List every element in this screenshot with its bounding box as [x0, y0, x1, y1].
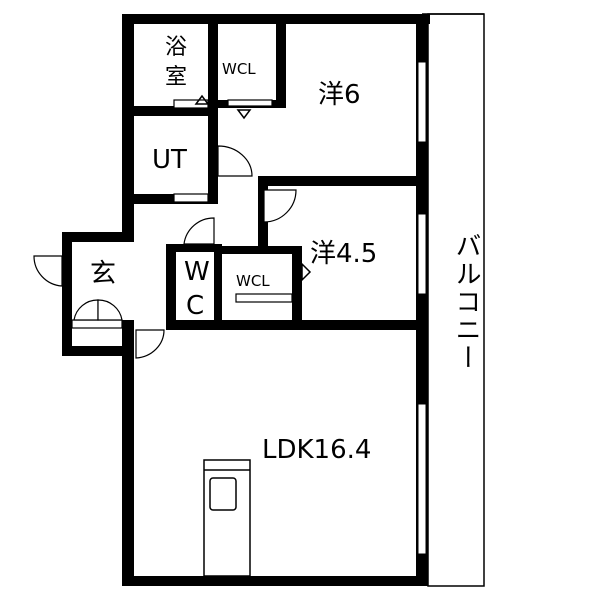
door-swing-hall [135, 329, 165, 359]
label-wcl-top: WCL [222, 60, 256, 78]
window-western45 [417, 213, 427, 295]
marker-bath [194, 94, 210, 105]
window-ldk [417, 403, 427, 555]
door-entrance-step [71, 319, 123, 329]
label-bath-top: 浴 [165, 35, 187, 60]
door-ut [173, 193, 209, 203]
wall-wcl-mid-right [292, 246, 302, 322]
door-wcl-top [227, 99, 273, 107]
kitchen-counter [203, 459, 251, 577]
wall-wcl-mid-top [222, 246, 300, 254]
wall-bath-bottom [134, 106, 218, 116]
door-swing-entrance [33, 255, 63, 287]
wall-western6-bottom [258, 176, 428, 186]
label-entrance: 玄 [90, 259, 116, 289]
door-swing-western45 [263, 189, 297, 223]
label-wc-line1: W [184, 257, 210, 287]
label-western45: 洋4.5 [310, 239, 377, 269]
wall-ldk-corner [122, 320, 134, 332]
wall-western45-left [258, 176, 268, 246]
markers [194, 94, 312, 282]
doors [33, 99, 297, 359]
counter [203, 459, 251, 577]
label-wcl-mid: WCL [236, 272, 270, 290]
door-swing-ut [217, 145, 253, 177]
wall-top [122, 14, 430, 24]
wall-left-upper [122, 14, 134, 234]
label-balcony: バルコニー [451, 232, 481, 372]
wall-bottom [122, 576, 428, 586]
windows [417, 61, 427, 555]
marker-wcl-mid [301, 262, 312, 282]
wall-wc-right [214, 244, 222, 328]
wall-entrance-top [62, 232, 134, 242]
wall-wcl-top-right [276, 24, 286, 108]
door-shoe-left [73, 299, 99, 321]
door-swing-wc [183, 217, 215, 245]
door-wcl-mid [235, 293, 293, 303]
wall-ldk-top [166, 320, 428, 330]
label-wc-line2: C [186, 291, 204, 321]
marker-wcl-top [236, 109, 252, 120]
wall-left-lower [122, 330, 134, 586]
window-western6 [417, 61, 427, 143]
label-western6: 洋6 [318, 80, 361, 110]
door-shoe-right [97, 299, 123, 321]
wall-entrance-left [62, 232, 72, 356]
label-ut: UT [152, 145, 187, 175]
label-ldk: LDK16.4 [262, 435, 371, 465]
wall-wc-left [166, 244, 176, 328]
wall-wc-top [166, 244, 222, 252]
sink [209, 477, 237, 511]
wall-entrance-bottom [62, 346, 134, 356]
label-bath-bottom: 室 [165, 65, 187, 90]
